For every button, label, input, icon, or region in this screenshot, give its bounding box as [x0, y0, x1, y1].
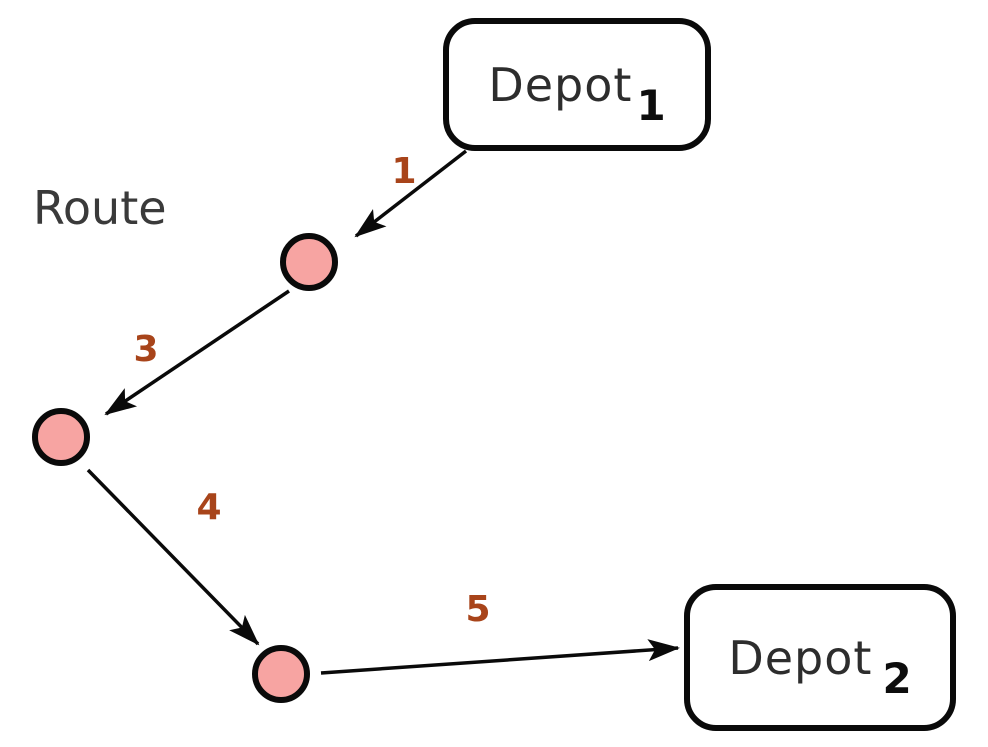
edge-customer1-to-customer2: [104, 289, 290, 416]
customer-node-3: [252, 645, 310, 703]
customer-node-2: [32, 408, 90, 466]
depot-2-subscript: 2: [882, 654, 912, 703]
edge-label-1: 1: [391, 151, 417, 192]
edge-customer2-to-customer3: [86, 468, 260, 646]
node-depot-1: Depot 1: [443, 18, 711, 151]
customer-node-1: [280, 233, 338, 291]
edge-depot1-to-customer1: [354, 149, 468, 238]
depot-1-subscript: 1: [636, 81, 666, 130]
edge-label-4: 4: [196, 487, 222, 528]
route-label: Route: [33, 181, 167, 235]
edge-label-5: 5: [465, 589, 491, 630]
edge-customer3-to-depot2: [320, 639, 680, 675]
node-depot-2: Depot 2: [684, 584, 956, 731]
depot-1-label: Depot: [488, 57, 633, 112]
depot-2-label: Depot: [728, 630, 873, 685]
edge-label-3: 3: [133, 329, 159, 370]
